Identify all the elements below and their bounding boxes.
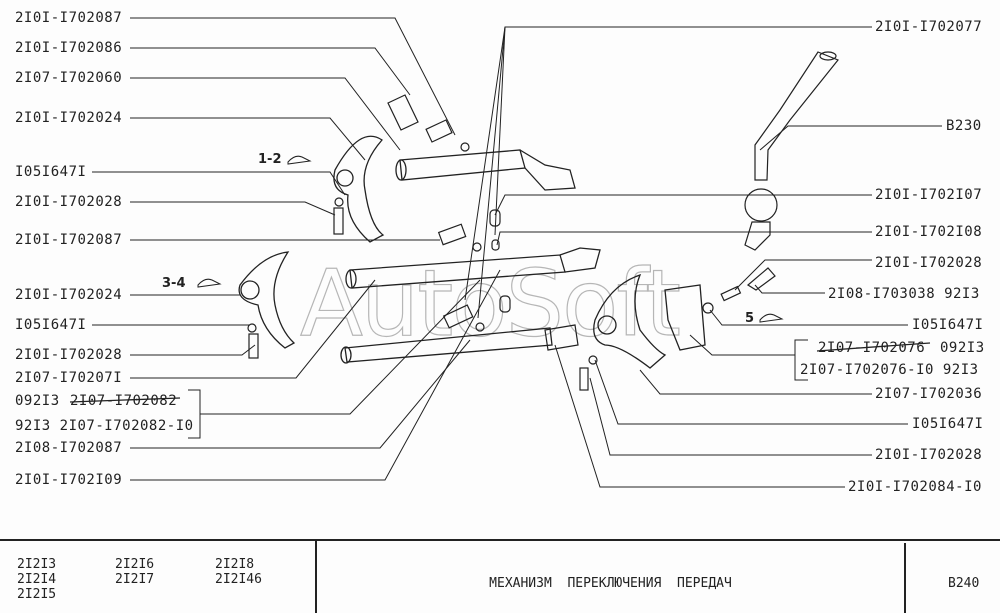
part-label: 092I3 [15, 393, 60, 409]
page-code: B240 [948, 576, 980, 591]
model-list-col-1: 2I2I3 2I2I4 2I2I5 [17, 557, 56, 602]
shift-forks [238, 135, 706, 369]
car-icons [197, 155, 784, 323]
diagram-title: МЕХАНИЗМ ПЕРЕКЛЮЧЕНИЯ ПЕРЕДАЧ [489, 576, 732, 591]
part-label: 2I0I-I702077 [875, 19, 983, 35]
part-label: 2I07-I70207I [15, 370, 123, 386]
model-code: 2I2I3 [17, 557, 57, 572]
model-code: 2I2I46 [215, 572, 262, 587]
part-label: 2I0I-I702024 [15, 287, 123, 303]
small-parts [247, 94, 776, 391]
part-label: I05I647I [15, 164, 87, 180]
part-label: B230 [946, 118, 982, 134]
model-list-col-2: 2I2I6 2I2I7 [115, 557, 154, 587]
model-code: 2I2I6 [115, 557, 155, 572]
part-label: 092I3 [940, 340, 985, 356]
part-label: 2I0I-I702084-I0 [848, 479, 982, 495]
part-label: I05I647I [15, 317, 87, 333]
part-label: 2I0I-I702087 [15, 10, 123, 26]
part-label: 92I3 2I07-I702082-I0 [15, 418, 194, 434]
leader-lines-right [464, 26, 942, 488]
part-label: 2I07-I702036 [875, 386, 983, 402]
part-label: 2I07-I702060 [15, 70, 123, 86]
leader-lines-left [92, 17, 501, 481]
part-label-superseded: 2I07-I702082 [70, 393, 178, 409]
part-label: 2I08-I702087 [15, 440, 123, 456]
part-label: 2I0I-I702I07 [875, 187, 983, 203]
part-label: 2I0I-I702028 [875, 255, 983, 271]
group-label-3-4: 3-4 [162, 276, 186, 291]
gear-lever [744, 51, 839, 251]
group-label-5: 5 [745, 311, 755, 326]
shift-rods [340, 149, 601, 364]
part-label-superseded: 2I07-I702076 [818, 340, 926, 356]
model-code: 2I2I4 [17, 572, 57, 587]
watermark: AutoSoft [299, 249, 681, 357]
model-code: 2I2I7 [115, 572, 155, 587]
title-block-frame [0, 539, 1000, 613]
part-label: 2I0I-I702024 [15, 110, 123, 126]
part-label: 2I0I-I702028 [15, 347, 123, 363]
part-label: 2I0I-I702I09 [15, 472, 123, 488]
model-code: 2I2I8 [215, 557, 255, 572]
part-label: 2I0I-I702086 [15, 40, 123, 56]
part-label: I05I647I [912, 416, 984, 432]
model-code: 2I2I5 [17, 587, 57, 602]
part-label: I05I647I [912, 317, 984, 333]
part-label: 2I0I-I702087 [15, 232, 123, 248]
part-label: 2I0I-I702028 [875, 447, 983, 463]
part-label: 2I0I-I702028 [15, 194, 123, 210]
group-label-1-2: 1-2 [258, 152, 282, 167]
part-label: 2I08-I703038 92I3 [828, 286, 980, 302]
part-label: 2I07-I702076-I0 92I3 [800, 362, 979, 378]
part-label: 2I0I-I702I08 [875, 224, 983, 240]
model-list-col-3: 2I2I8 2I2I46 [215, 557, 262, 587]
